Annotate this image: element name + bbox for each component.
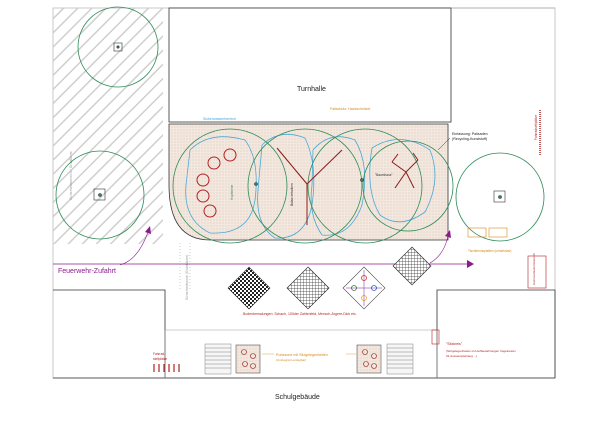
ruhezone-right bbox=[356, 344, 382, 374]
einfassung-label-1: Einfassung: Palisaden bbox=[452, 132, 488, 136]
trees bbox=[55, 6, 545, 244]
tree-top-left bbox=[77, 6, 159, 88]
chess-board bbox=[227, 266, 271, 310]
ruhezone-left bbox=[235, 344, 261, 374]
sickerbereich-label: Sickerwasserbereich bbox=[203, 117, 236, 121]
turnhalle-building bbox=[168, 7, 452, 123]
tree-play-1 bbox=[172, 128, 288, 244]
fussballtor bbox=[527, 255, 547, 289]
hopfsteine-label: Hopfsteine bbox=[230, 185, 234, 200]
fallschutz-label: Fallschutz: Hackschnitzel bbox=[330, 107, 371, 111]
tree-play-4 bbox=[362, 140, 454, 232]
grid-field-right bbox=[392, 246, 432, 286]
schule-right-wing bbox=[436, 289, 556, 379]
tischtennis-label: Tischtennisplatten (umsetzbar) bbox=[468, 249, 511, 253]
hopfsteine bbox=[196, 148, 237, 218]
schule-left-wing bbox=[53, 289, 166, 379]
number-field bbox=[286, 266, 330, 310]
sitzgel-label-2: für Aussenspielzeug ...) bbox=[446, 354, 477, 358]
einfassung-label-2: (Recycling-Kunststoff) bbox=[452, 137, 487, 141]
tree-left bbox=[55, 150, 145, 240]
tree-right bbox=[455, 152, 545, 242]
ruhezone-label-2: (Umbegrünt entlegbar) bbox=[276, 358, 306, 362]
tree-play-2 bbox=[247, 128, 363, 244]
bike-rack-left bbox=[153, 364, 180, 372]
sitzkreis-label: "Sitzkreis" bbox=[446, 342, 463, 346]
schulgebaeude-label: Schulgebäude bbox=[275, 394, 320, 401]
stairs-left bbox=[204, 343, 232, 375]
left-vertical-label-2: Sicherheitszone (Grünfläche) bbox=[185, 255, 189, 300]
sitzkreis-box bbox=[431, 329, 440, 345]
ruhezone-label-1: Ruhezone mit Sitzgelegenheiten bbox=[276, 353, 328, 357]
baumhaus bbox=[391, 152, 419, 189]
balancierbalken bbox=[276, 147, 343, 225]
left-vertical-label: Sicherheitsbereich / Grünfläche bbox=[69, 151, 73, 200]
balancierbalken-label: Balancierbalken bbox=[290, 183, 294, 206]
stairs-right bbox=[386, 343, 414, 375]
feuerwehr-label: Feuerwehr-Zufahrt bbox=[58, 268, 116, 275]
ludo-board bbox=[342, 266, 386, 310]
bodenbemalungen-label: Bodenbemalungen: Schach, 100der Zahlenfe… bbox=[243, 312, 357, 316]
tree-play-3 bbox=[307, 128, 423, 244]
tischtennis-2 bbox=[488, 227, 508, 238]
fahrrad-label-2: stellplätze bbox=[153, 357, 167, 361]
turnhalle-label: Turnhalle bbox=[297, 86, 326, 93]
baumhaus-label: "Baumhaus" bbox=[375, 173, 393, 177]
tischtennis-1 bbox=[467, 227, 487, 238]
sitzgel-label-1: (Sitzgelegenheiten mit Aufbewahrungen Vo… bbox=[446, 349, 516, 353]
fussballtor-label: Kommunikationsbereich bbox=[532, 253, 536, 285]
fahrrad-label-1: Fahrrad- bbox=[153, 352, 165, 356]
hatched-zone bbox=[53, 8, 163, 244]
fahrradstellplaetze-top-label: Fahrradstellplätze bbox=[534, 114, 538, 140]
